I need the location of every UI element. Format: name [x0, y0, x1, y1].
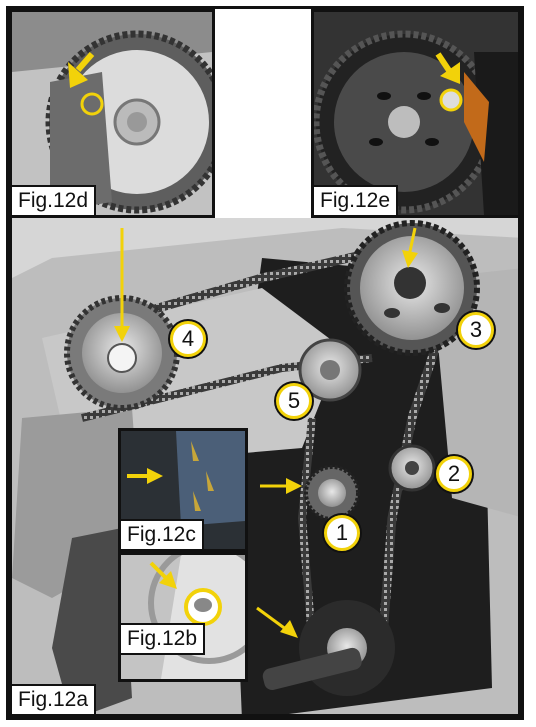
fig-12a-label: Fig.12a	[12, 684, 97, 714]
marker-2: 2	[436, 456, 472, 492]
panel-fig-12d: Fig.12d	[9, 9, 215, 218]
fig-12c-label: Fig.12c	[121, 519, 204, 549]
engine-main-photo: 4 3 5 2 1 Fig.12c	[9, 215, 521, 717]
panel-fig-12e: Fig.12e	[311, 9, 521, 218]
fig-12b-illustration	[121, 555, 245, 679]
marker-3: 3	[458, 312, 494, 348]
fig-12e-label: Fig.12e	[314, 185, 399, 215]
marker-1: 1	[324, 515, 360, 551]
separator-white	[215, 9, 311, 218]
marker-5: 5	[276, 383, 312, 419]
fig-12d-illustration	[12, 12, 212, 215]
fig-12e-illustration	[314, 12, 518, 215]
fig-12d-label: Fig.12d	[12, 185, 97, 215]
figure-frame: 4 3 5 2 1 Fig.12c	[6, 6, 524, 720]
fig-12b-label: Fig.12b	[121, 623, 206, 655]
inset-fig-12b: Fig.12b	[118, 552, 248, 682]
inset-fig-12c: Fig.12c	[118, 428, 248, 552]
marker-4: 4	[170, 321, 206, 357]
